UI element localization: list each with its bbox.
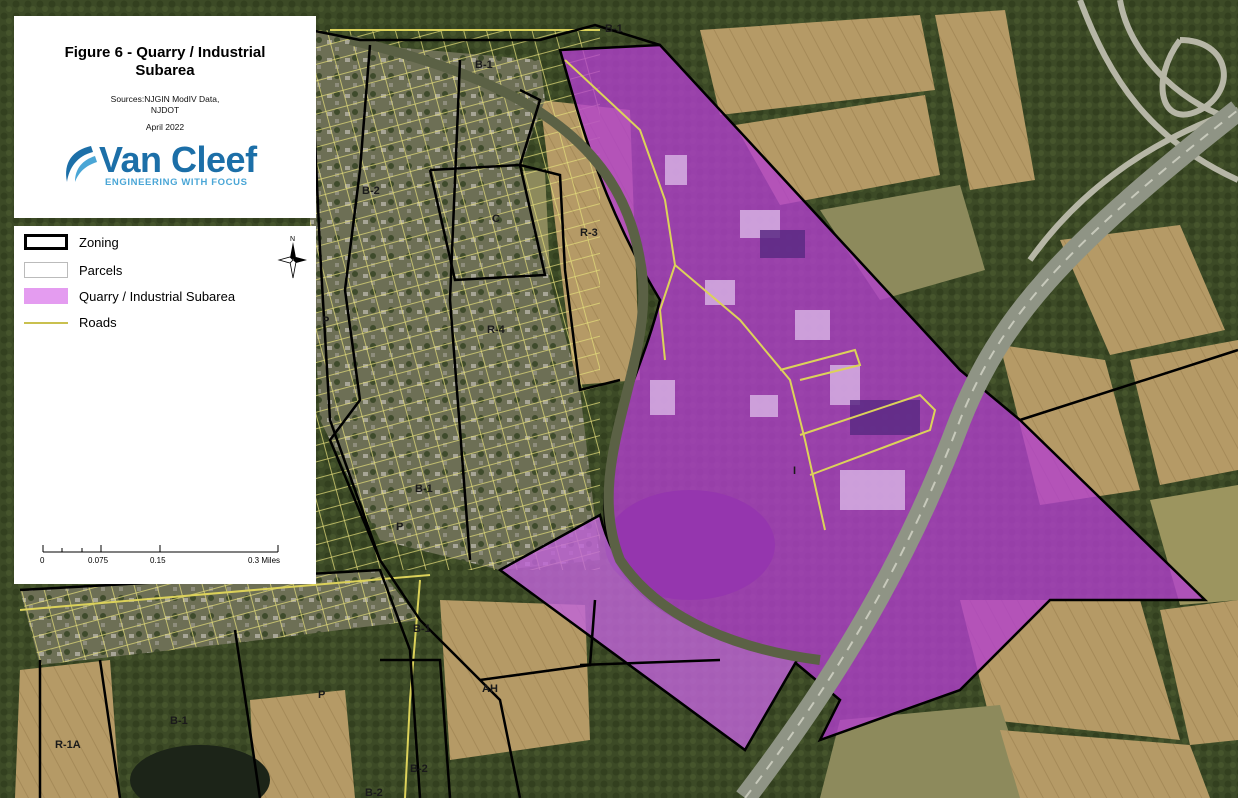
scale-bar: 0 0.075 0.15 0.3 Miles (40, 542, 282, 572)
legend-label: Roads (79, 315, 117, 330)
rail-corridor (348, 35, 821, 665)
zone-label: B-2 (410, 763, 428, 775)
north-label: N (290, 236, 295, 243)
logo-swoosh-icon (66, 146, 97, 182)
residential-area (20, 30, 600, 665)
north-arrow-icon: N (277, 236, 307, 279)
scale-tick-label: 0 (40, 556, 45, 565)
legend-label: Quarry / Industrial Subarea (79, 289, 236, 304)
scale-tick-label: 0.15 (150, 556, 166, 565)
legend-label: Zoning (79, 235, 119, 250)
logo-name: Van Cleef (99, 139, 257, 180)
zone-label: B-2 (365, 787, 383, 798)
zone-labels: B-1 B-1 B-2 C R-3 R-4 P B-1 P B-1 P AH B… (55, 23, 796, 798)
logo-tagline: ENGINEERING WITH FOCUS (105, 177, 248, 188)
zone-label: P (396, 521, 403, 533)
legend-panel: Zoning Parcels Quarry / Industrial Subar… (14, 226, 316, 584)
zone-label: B-1 (475, 59, 493, 71)
zone-label: R-1A (55, 739, 81, 751)
company-logo: Van Cleef ENGINEERING WITH FOCUS (59, 142, 271, 192)
scale-tick-label: 0.3 Miles (248, 556, 281, 565)
parcels-swatch (24, 262, 68, 278)
zone-label: R-4 (487, 324, 506, 336)
legend-label: Parcels (79, 263, 123, 278)
zone-label: P (318, 689, 325, 701)
sources-note: Sources:NJGIN ModIV Data, NJDOT (110, 94, 220, 115)
scale-bar-ticks (42, 545, 279, 553)
scale-tick-label: 0.075 (88, 556, 109, 565)
pond-southwest (130, 745, 270, 798)
roads (19, 29, 937, 798)
zoning-swatch (24, 234, 68, 250)
zone-label: P (322, 315, 329, 327)
title-panel: Figure 6 - Quarry / Industrial Subarea S… (14, 16, 316, 218)
zone-label: AH (482, 683, 498, 695)
zone-label: R-3 (580, 227, 598, 239)
zone-label: B-1 (170, 715, 188, 727)
zone-label: B-1 (415, 483, 433, 495)
subarea-swatch (24, 288, 68, 304)
zone-label: B-1 (413, 623, 431, 635)
map-date: April 2022 (145, 122, 185, 132)
map-title: Figure 6 - Quarry / Industrial Subarea (64, 44, 266, 79)
zone-label: I (793, 465, 796, 477)
roads-swatch (24, 322, 68, 324)
zone-label: B-1 (605, 23, 623, 35)
zone-label: C (492, 213, 500, 225)
zone-label: B-2 (362, 185, 380, 197)
